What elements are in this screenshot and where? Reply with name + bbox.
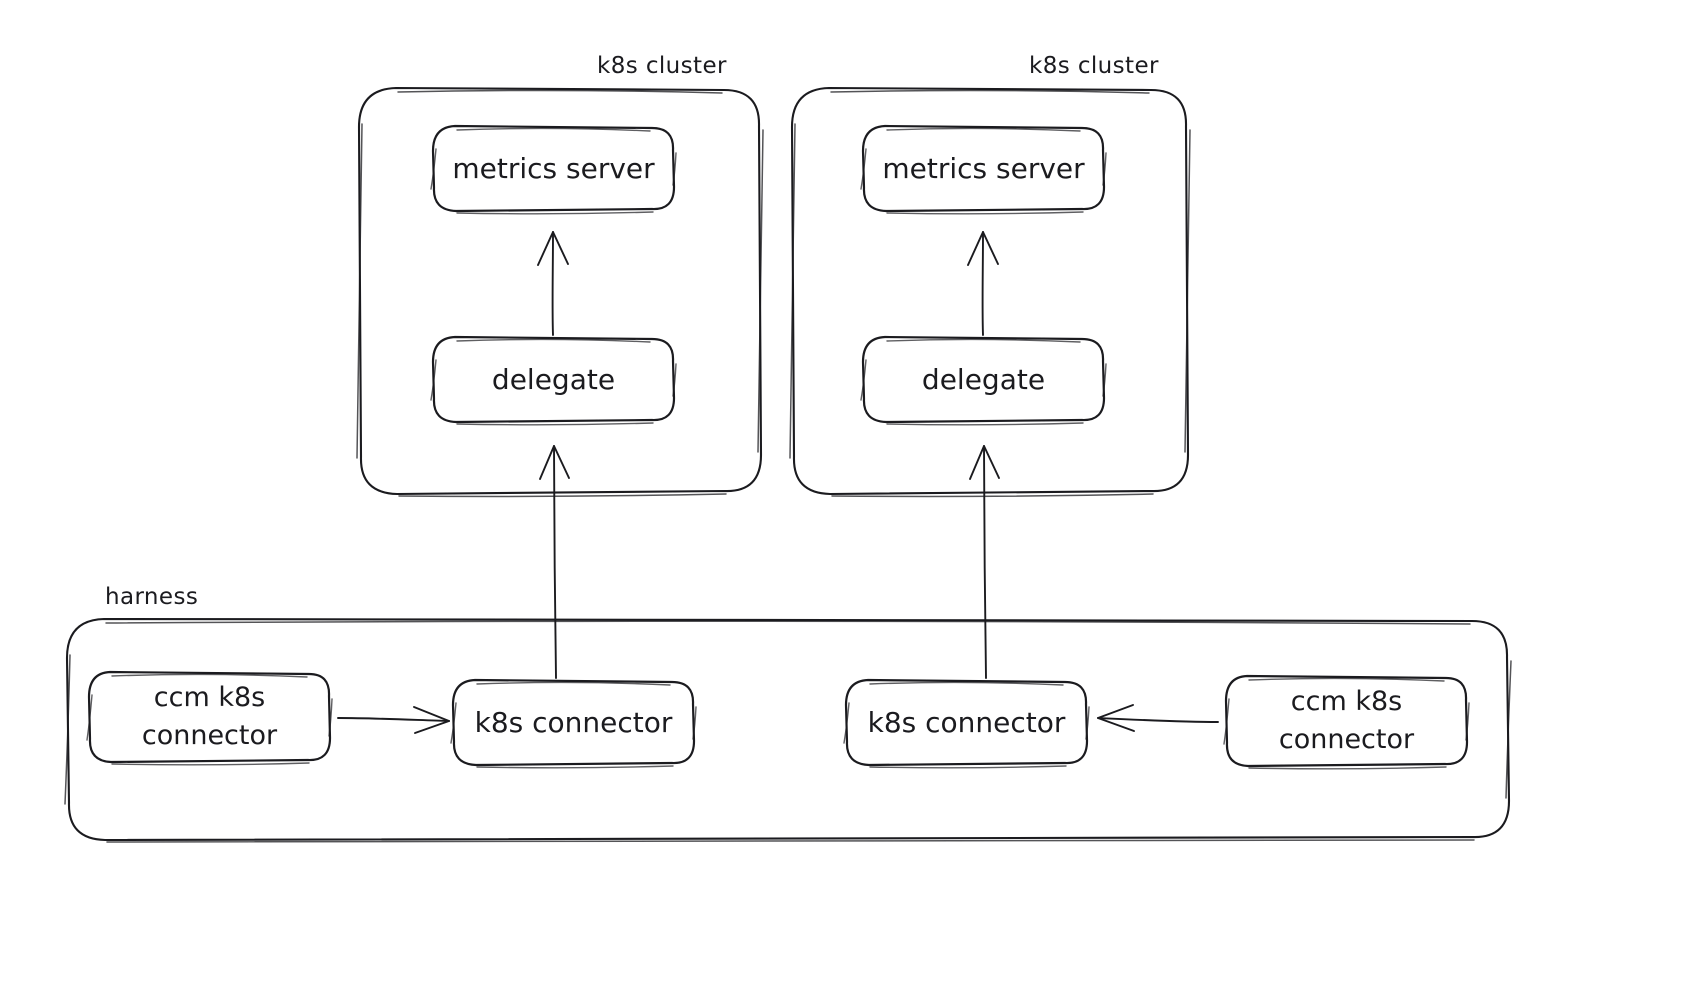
ccm-k8s-connector-right-label-line1: ccm k8s <box>1290 686 1403 717</box>
k8s-connector-left-shape[interactable] <box>450 678 697 769</box>
delegate-left-label: delegate <box>491 362 616 396</box>
k8s-connector-right-label: k8s connector <box>867 705 1066 739</box>
cluster-left-shape[interactable] <box>356 86 764 498</box>
metrics-server-right-shape[interactable] <box>860 124 1107 215</box>
edge-ccm-to-k8s-connector-left <box>337 706 450 734</box>
harness-container-shape[interactable] <box>64 617 1512 843</box>
k8s-connector-left-label: k8s connector <box>474 705 673 739</box>
ccm-k8s-connector-left-label-line2: connector <box>141 720 278 751</box>
metrics-server-left-label: metrics server <box>452 151 655 185</box>
ccm-k8s-connector-right-label: ccm k8s connector <box>1226 676 1467 766</box>
cluster-right-label: k8s cluster <box>1029 53 1159 79</box>
edge-k8s-connector-to-delegate-right <box>969 445 1000 679</box>
edge-k8s-connector-to-delegate-left <box>539 445 570 679</box>
cluster-right-shape[interactable] <box>789 86 1191 498</box>
edge-delegate-to-metrics-left <box>537 231 569 336</box>
cluster-left-label: k8s cluster <box>597 53 727 79</box>
metrics-server-right-label: metrics server <box>882 151 1085 185</box>
ccm-k8s-connector-left-label: ccm k8s connector <box>89 672 330 762</box>
harness-container-label: harness <box>105 584 199 610</box>
ccm-k8s-connector-left-label-line1: ccm k8s <box>153 682 266 713</box>
ccm-k8s-connector-right-label-line2: connector <box>1278 724 1415 755</box>
ccm-k8s-connector-left-shape[interactable] <box>86 670 333 766</box>
ccm-k8s-connector-right-shape[interactable] <box>1223 674 1470 770</box>
edge-ccm-to-k8s-connector-right <box>1097 704 1219 732</box>
delegate-left-shape[interactable] <box>430 335 677 426</box>
metrics-server-left-shape[interactable] <box>430 124 677 215</box>
k8s-connector-right-shape[interactable] <box>843 678 1090 769</box>
delegate-right-shape[interactable] <box>860 335 1107 426</box>
edge-delegate-to-metrics-right <box>967 231 999 336</box>
delegate-right-label: delegate <box>921 362 1046 396</box>
